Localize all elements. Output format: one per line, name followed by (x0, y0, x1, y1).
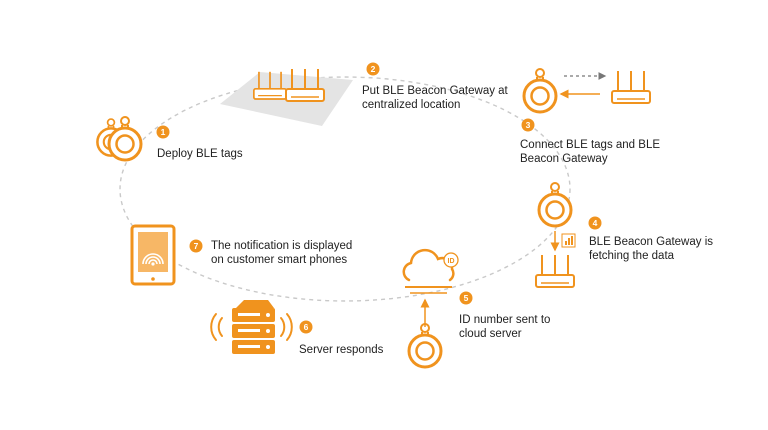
step-6-label: Server responds (299, 343, 383, 357)
step-badge-5: 5 (459, 291, 473, 305)
step-badge-4: 4 (588, 216, 602, 230)
step-2-line-2: centralized location (362, 99, 461, 111)
step-4-line-2: fetching the data (589, 250, 675, 262)
tag-gateway-connection-icon (522, 67, 651, 114)
smartphone-icon (130, 224, 176, 286)
step-7-label: The notification is displayed on custome… (211, 239, 352, 267)
step-badge-7: 7 (189, 239, 203, 253)
cloud-server-icon: ID (402, 248, 459, 294)
step-badge-6: 6 (299, 320, 313, 334)
step-5-line-1: ID number sent to (459, 314, 551, 326)
step-4-line-1: BLE Beacon Gateway is (589, 236, 714, 248)
step-6-line-1: Server responds (299, 344, 384, 356)
gateway-fetching-icon (535, 181, 576, 288)
step-1-line-1: Deploy BLE tags (157, 148, 243, 160)
step-7-line-1: The notification is displayed (211, 240, 353, 252)
ble-tags-icon (96, 115, 143, 162)
step-1-label: Deploy BLE tags (157, 147, 243, 161)
process-cycle-ring (119, 76, 571, 302)
step-badge-2: 2 (366, 62, 380, 76)
svg-text:7: 7 (194, 241, 199, 251)
data-chart-icon (561, 233, 576, 248)
gateway-platform-icon (220, 68, 353, 126)
step-3-label: Connect BLE tags and BLE Beacon Gateway (520, 138, 660, 166)
server-icon (210, 300, 293, 354)
svg-text:4: 4 (593, 218, 598, 228)
svg-text:5: 5 (464, 293, 469, 303)
svg-text:1: 1 (161, 127, 166, 137)
step-5-line-2: cloud server (459, 328, 522, 340)
svg-text:3: 3 (526, 120, 531, 130)
step-5-label: ID number sent to cloud server (459, 313, 550, 341)
step-3-line-2: Beacon Gateway (520, 153, 608, 165)
step-3-line-1: Connect BLE tags and BLE (520, 139, 661, 151)
step-badge-1: 1 (156, 125, 170, 139)
step-2-label: Put BLE Beacon Gateway at centralized lo… (362, 84, 508, 112)
sending-tag-icon (407, 298, 443, 369)
svg-text:2: 2 (371, 64, 376, 74)
step-7-line-2: on customer smart phones (211, 254, 348, 266)
step-badge-3: 3 (521, 118, 535, 132)
step-4-label: BLE Beacon Gateway is fetching the data (589, 235, 713, 263)
cloud-id-badge: ID (448, 258, 455, 265)
svg-text:6: 6 (304, 322, 309, 332)
step-2-line-1: Put BLE Beacon Gateway at (362, 85, 508, 97)
